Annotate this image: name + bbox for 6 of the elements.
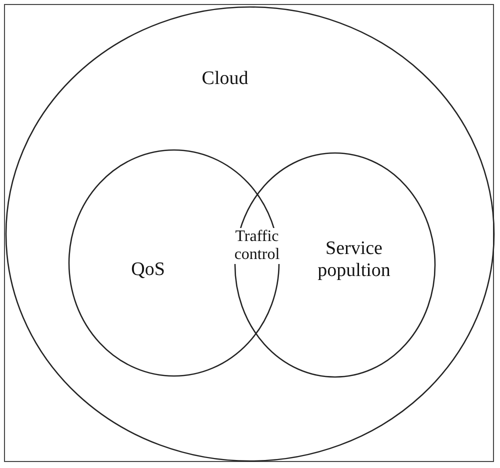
set-label: Service popultion: [316, 238, 392, 282]
set-circle: [234, 152, 436, 378]
set-circle: [5, 6, 495, 462]
set-label: QoS: [130, 259, 166, 281]
set-label: Cloud: [200, 68, 250, 90]
set-circle: [68, 149, 280, 377]
